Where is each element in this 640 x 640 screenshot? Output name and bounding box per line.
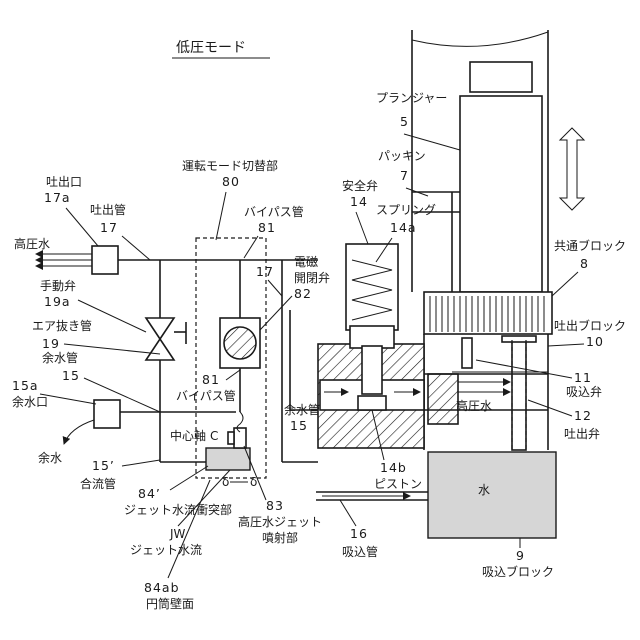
surplus-pipe-right-label: 余水管 xyxy=(284,402,320,417)
discharge-port-label: 吐出口 xyxy=(46,175,82,189)
water-label: 水 xyxy=(478,483,490,497)
discharge-valve-label: 吐出弁 xyxy=(564,426,600,441)
diagram-title: 低圧モード xyxy=(176,40,246,56)
packing-label: パッキン xyxy=(378,149,426,163)
solenoid-label-1: 電磁 xyxy=(294,254,318,269)
delta-left: δ xyxy=(222,475,229,489)
bypass-lower-label: バイパス管 xyxy=(176,388,236,403)
surplus-water-arrow xyxy=(64,420,94,444)
common-block-num: 8 xyxy=(580,256,589,271)
air-vent-label: エア抜き管 xyxy=(32,318,92,333)
air-vent-num: 19 xyxy=(42,336,60,351)
center-c-label: C xyxy=(210,429,218,443)
suction-pipe-label: 吸込管 xyxy=(342,544,378,559)
manual-valve-label: 手動弁 xyxy=(40,278,76,293)
discharge-valve-stem xyxy=(512,340,526,450)
cylinder-wall-label: 円筒壁面 xyxy=(146,596,194,611)
safety-valve-label: 安全弁 xyxy=(342,178,378,193)
bypass-pipe-top-num: 81 xyxy=(258,220,276,235)
mode-switch-num: 80 xyxy=(222,174,240,189)
surplus-port-label: 余水口 xyxy=(12,394,48,409)
jet-collision-label: ジェット水流衝突部 xyxy=(124,502,232,517)
discharge-port xyxy=(92,246,118,274)
jw-label: JW xyxy=(169,527,186,541)
suction-block xyxy=(428,452,556,538)
suction-block-label: 吸込ブロック xyxy=(482,564,554,579)
spring-num: 14a xyxy=(390,220,417,235)
mode-switch-label: 運転モード切替部 xyxy=(182,158,278,173)
suction-valve-num: 11 xyxy=(574,370,592,385)
high-pressure-out-arrows xyxy=(36,254,92,266)
merge-pipe-label: 合流管 xyxy=(80,476,116,491)
manual-valve-num: 19a xyxy=(44,294,71,309)
surplus-water-label: 余水 xyxy=(38,450,62,465)
surplus-pipe-right-num: 15 xyxy=(290,418,308,433)
piston-num: 14b xyxy=(380,460,407,475)
num-83: 83 xyxy=(266,498,284,513)
jet-nozzle-label-1: 高圧水ジェット xyxy=(238,514,322,529)
piston-block xyxy=(318,326,424,448)
bypass-pipe-top-label: バイパス管 xyxy=(244,204,304,219)
high-pressure-water-inner-label: 高圧水 xyxy=(456,398,492,413)
discharge-port-num: 17a xyxy=(44,190,71,205)
discharge-block-num: 10 xyxy=(586,334,604,349)
plunger-label: プランジャー xyxy=(376,91,447,105)
suction-pipe-num: 16 xyxy=(350,526,368,541)
surplus-pipe-num: 15 xyxy=(62,368,80,383)
piston xyxy=(358,396,386,410)
common-block xyxy=(424,292,552,334)
jet-nozzle-label-2: 噴射部 xyxy=(262,530,298,545)
suction-valve-label: 吸込弁 xyxy=(566,384,602,399)
surplus-port-num: 15a xyxy=(12,378,39,393)
high-pressure-water-out-label: 高圧水 xyxy=(14,236,50,251)
plunger xyxy=(460,96,542,292)
discharge-valve-num: 12 xyxy=(574,408,592,423)
surplus-pipe-label: 余水管 xyxy=(42,350,78,365)
plunger-motion-arrow-icon xyxy=(560,128,584,210)
solenoid-valve xyxy=(220,318,260,368)
num-84p: 84’ xyxy=(138,486,161,501)
solenoid-label-2: 開閉弁 xyxy=(294,270,330,285)
discharge-pipe-num: 17 xyxy=(100,220,118,235)
jet-flow-label: ジェット水流 xyxy=(130,543,202,557)
surplus-port xyxy=(94,400,120,428)
packing-num: 7 xyxy=(400,168,409,183)
solenoid-num: 82 xyxy=(294,286,312,301)
discharge-block-label: 吐出ブロック xyxy=(554,318,626,333)
plunger-cylinder xyxy=(412,30,548,292)
safety-valve xyxy=(346,244,398,330)
spring-label: スプリング xyxy=(376,203,436,217)
suction-pipe xyxy=(316,492,428,500)
suction-block-num: 9 xyxy=(516,548,525,563)
merge-pipe-num: 15’ xyxy=(92,458,115,473)
plunger-num: 5 xyxy=(400,114,409,129)
center-axis-label: 中心軸 xyxy=(170,428,206,443)
delta-right: δ xyxy=(250,475,257,489)
common-block-label: 共通ブロック xyxy=(554,238,626,253)
discharge-pipe-label: 吐出管 xyxy=(90,202,126,217)
manual-valve-icon xyxy=(146,318,186,360)
safety-valve-num: 14 xyxy=(350,194,368,209)
piston-label: ピストン xyxy=(374,477,422,491)
num-17-inner: 17 xyxy=(256,264,274,279)
suction-valve-body xyxy=(462,338,472,368)
bypass-lower-num: 81 xyxy=(202,372,220,387)
num-84ab: 84ab xyxy=(144,580,180,595)
